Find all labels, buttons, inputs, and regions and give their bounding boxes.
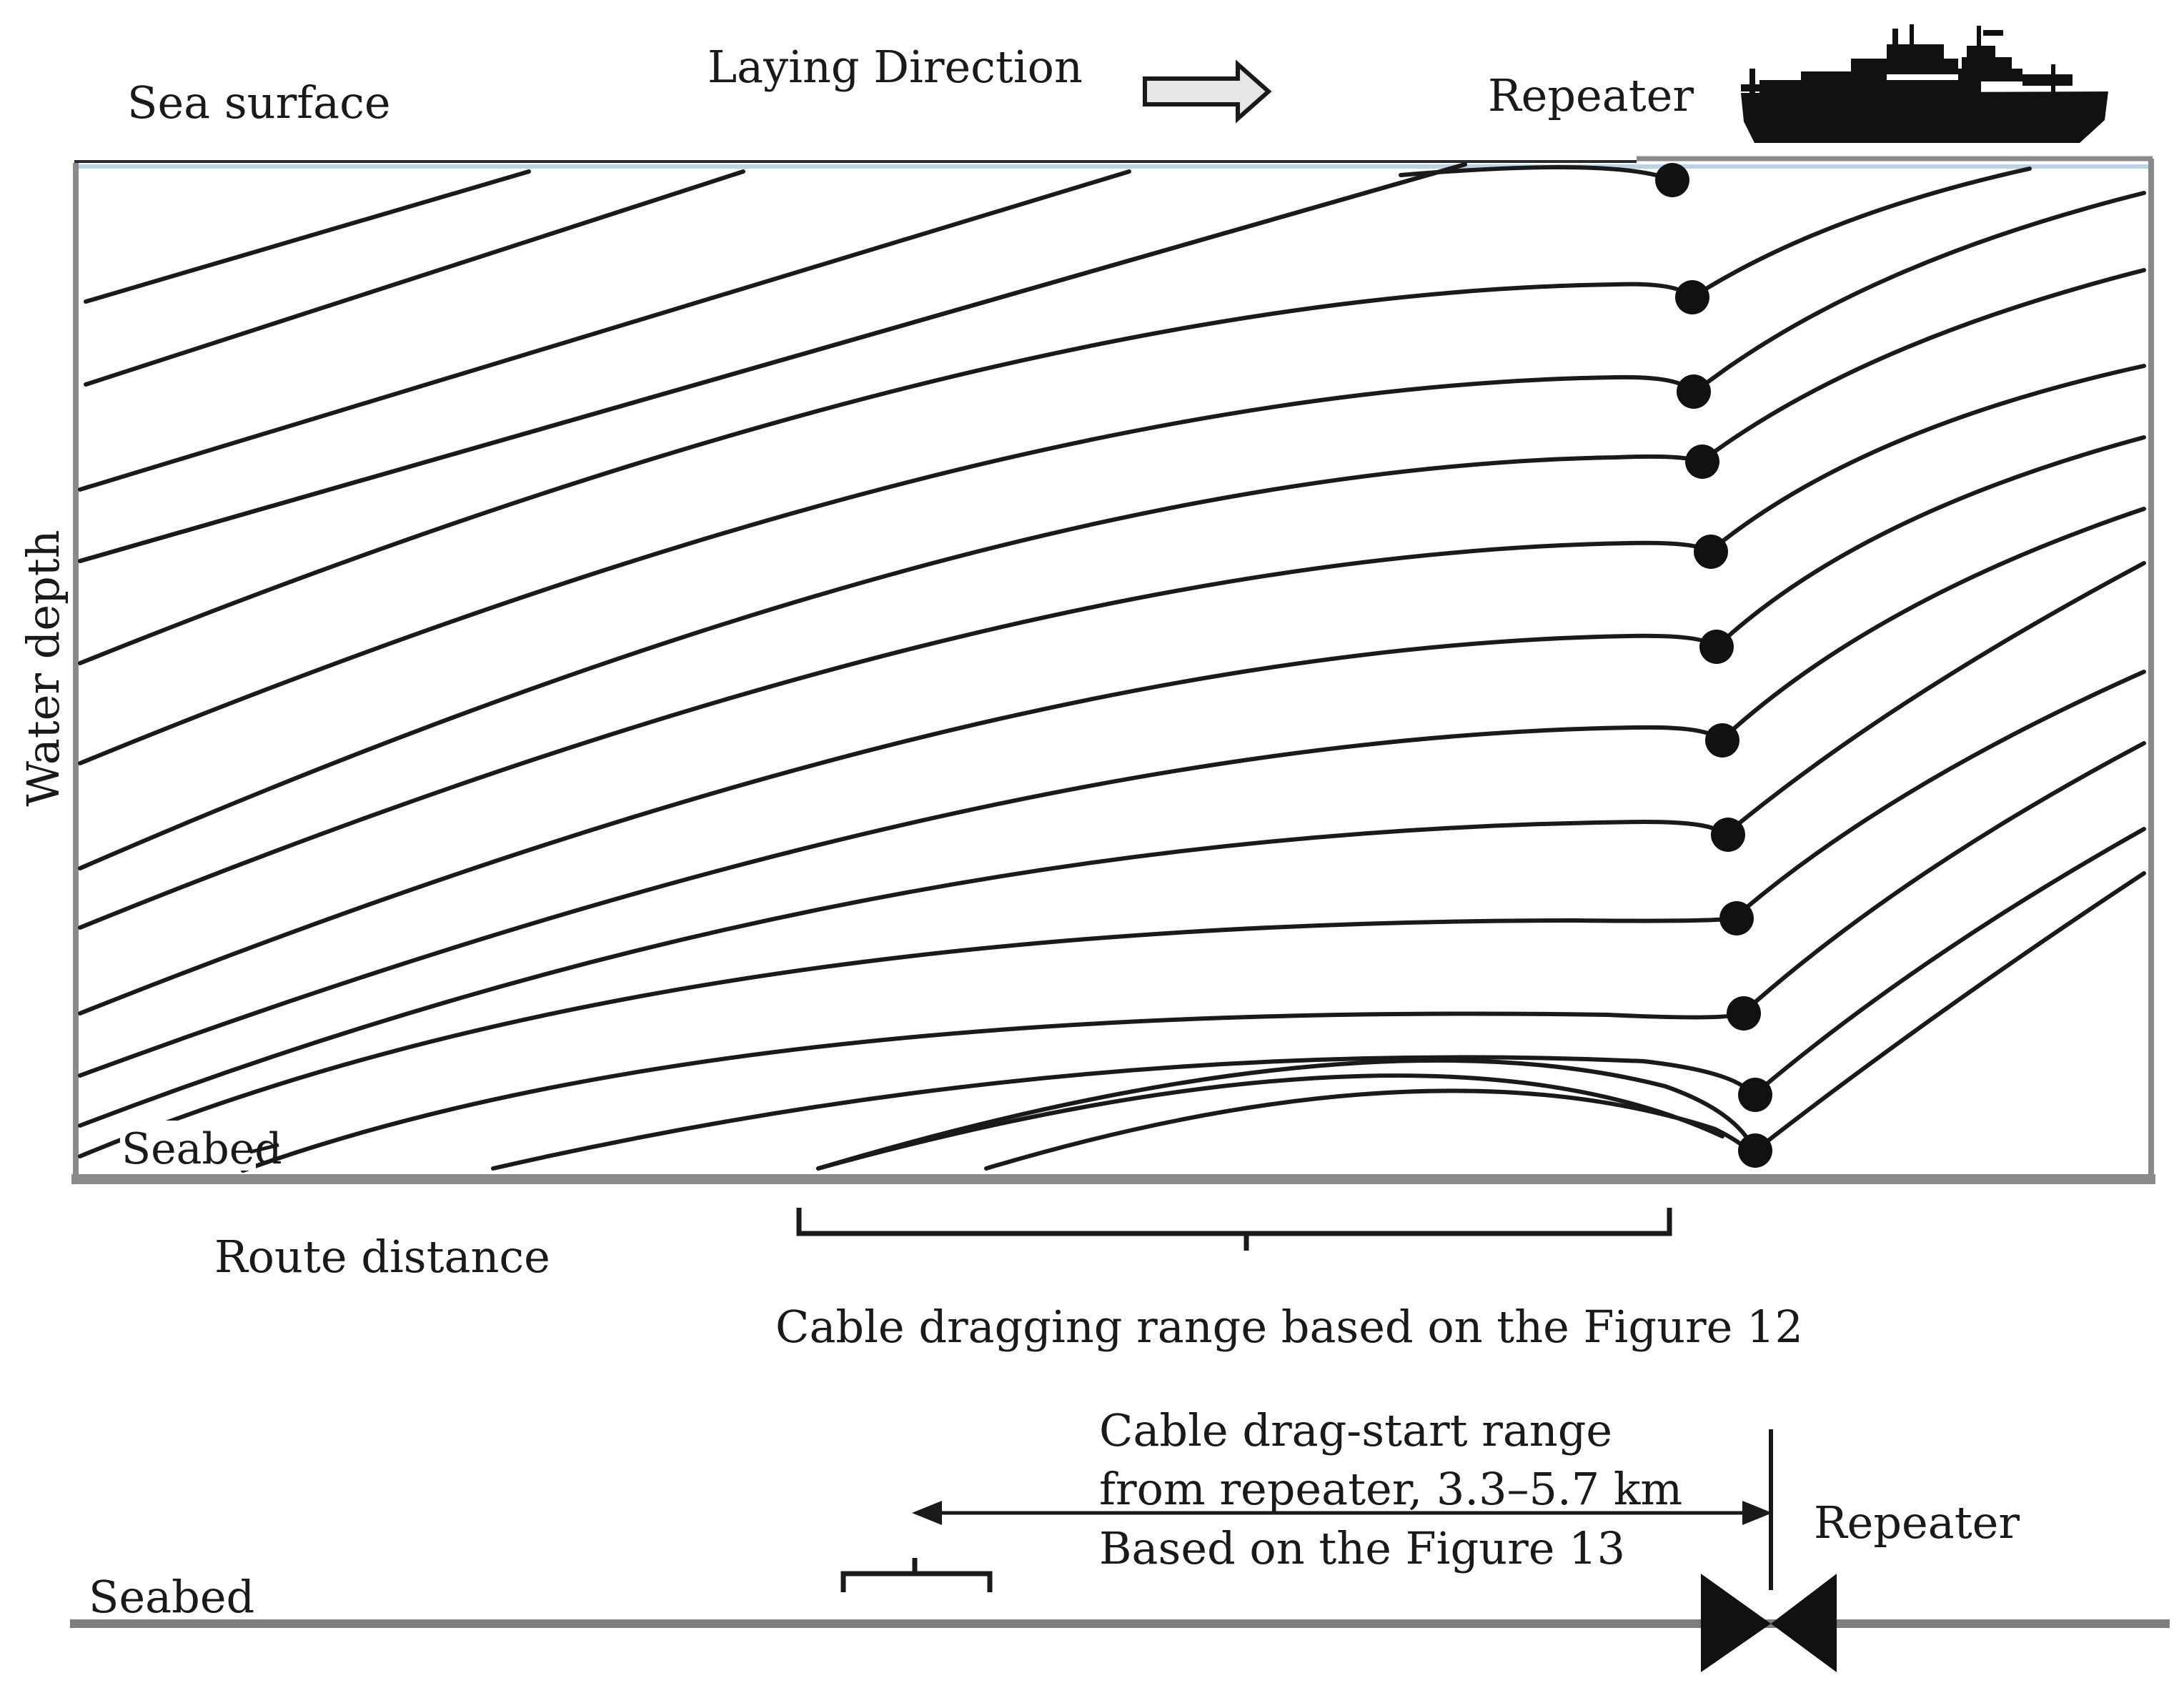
- laying-direction-label: Laying Direction: [708, 41, 1083, 93]
- cable-ship-icon: [1741, 24, 2108, 143]
- cable-profile-1-left: [78, 162, 1467, 563]
- repeater-bottom-label: Repeater: [1814, 1496, 2020, 1549]
- repeater-dot: [1738, 1078, 1772, 1112]
- cable-profile-11-right: [1753, 871, 2146, 1153]
- cable-profile-3-right: [1699, 268, 2146, 464]
- cable-profile-12b-left: [816, 1073, 1724, 1171]
- repeater-dot: [1738, 1133, 1772, 1168]
- cable-profile-10-left: [241, 1011, 1743, 1173]
- drag-start-line-2: from repeater, 3.3–5.7 km: [1099, 1463, 1682, 1515]
- repeater-top-label: Repeater: [1488, 69, 1694, 121]
- cable-profile-3-left: [78, 374, 1694, 765]
- drag-range-caption: Cable dragging range based on the Figure…: [775, 1301, 1803, 1353]
- seabed-bottom-label: Seabed: [89, 1571, 254, 1623]
- water-depth-label: Water depth: [17, 530, 69, 806]
- cable-profile-6-right: [1719, 507, 2146, 743]
- cable-profile-1-right: [1690, 167, 2032, 299]
- sea-surface-label: Sea surface: [127, 76, 391, 129]
- cable-profile-12-left: [816, 1058, 1757, 1171]
- cable-profile-5-left: [78, 540, 1712, 930]
- drag-start-bracket: [840, 1558, 993, 1592]
- repeater-dot: [1711, 818, 1745, 852]
- cable-profile-7-right: [1723, 561, 2146, 837]
- cable-profile-11-left: [491, 1055, 1754, 1171]
- right-arrow-icon: [1143, 59, 1272, 124]
- cable-profile-10-right: [1752, 827, 2146, 1097]
- seabed-label-bg: [120, 1121, 256, 1171]
- repeater-dot: [1694, 535, 1728, 569]
- repeater-dot: [1685, 445, 1719, 479]
- route-distance-label: Route distance: [214, 1231, 550, 1283]
- repeater-dot: [1675, 280, 1709, 314]
- repeater-dot: [1655, 163, 1689, 197]
- cable-profile-6-left: [78, 633, 1717, 1016]
- drag-range-brace: [796, 1208, 1672, 1251]
- repeater-dots: [1655, 163, 1772, 1168]
- repeater-dot: [1727, 996, 1761, 1031]
- seabed-label-leader: [249, 1143, 279, 1154]
- drag-start-line-3: Based on the Figure 13: [1099, 1522, 1625, 1574]
- cable-profile-early-2: [84, 169, 745, 387]
- bowtie-repeater-icon: [1701, 1574, 1837, 1672]
- cable-profile-9-left: [78, 916, 1735, 1158]
- cable-profile-1-end: [1399, 165, 1674, 182]
- drag-start-line-1: Cable drag-start range: [1099, 1404, 1612, 1456]
- cable-profile-8-left: [78, 819, 1726, 1128]
- cable-profile-8-right: [1732, 670, 2146, 920]
- cable-profile-4-right: [1707, 364, 2146, 554]
- cable-profile-early-3: [78, 169, 1131, 492]
- water-column-frame: [71, 156, 2155, 1184]
- cable-profile-7-left: [78, 725, 1723, 1078]
- cable-profiles: [78, 162, 2146, 1173]
- cable-profile-5-right: [1714, 435, 2146, 649]
- cable-profile-9-right: [1740, 741, 2146, 1016]
- cable-profile-early-1: [84, 169, 531, 304]
- cable-profile-2-left: [78, 282, 1692, 665]
- drag-start-arrow: [912, 1501, 1772, 1525]
- repeater-dot: [1719, 901, 1754, 935]
- cable-profile-4-left: [78, 454, 1703, 870]
- repeater-dot: [1699, 630, 1734, 664]
- repeater-dot: [1677, 374, 1711, 409]
- repeater-dot: [1705, 723, 1739, 758]
- cable-profile-2-right: [1693, 191, 2146, 394]
- cable-profile-13-left: [984, 1088, 1754, 1171]
